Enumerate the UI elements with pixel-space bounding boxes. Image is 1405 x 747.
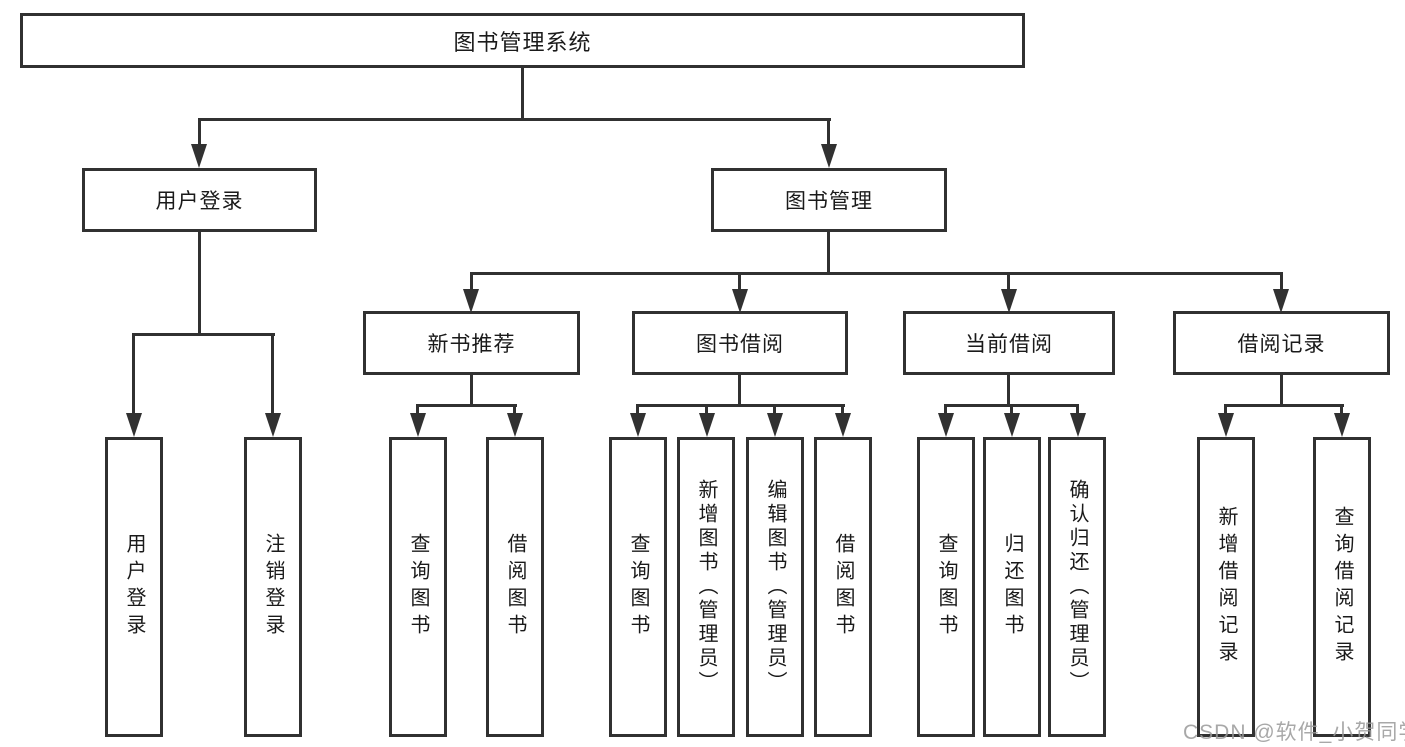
connector-bor-drop-3 <box>773 404 776 416</box>
connector-bor-drop-4 <box>841 404 844 416</box>
connector-recd-bar <box>1224 404 1344 407</box>
arrow-down-icon <box>1001 289 1017 313</box>
leaf-recd-query-borrow-record: 查询借阅记录 <box>1313 437 1371 737</box>
connector-rec-bar <box>417 404 517 407</box>
connector-mgmt-drop-2 <box>738 272 741 292</box>
connector-cur-drop-2 <box>1010 404 1013 416</box>
arrow-down-icon <box>699 413 715 437</box>
leaf-recd-add-borrow-record: 新增借阅记录 <box>1197 437 1255 737</box>
connector-root-drop-right <box>827 118 830 146</box>
arrow-down-icon <box>1334 413 1350 437</box>
node-new-book-recommendation: 新书推荐 <box>363 311 580 375</box>
arrow-down-icon <box>507 413 523 437</box>
arrow-down-icon <box>1218 413 1234 437</box>
leaf-rec-borrow-books: 借阅图书 <box>486 437 544 737</box>
connector-user-stem <box>198 232 201 335</box>
connector-recd-stem <box>1280 375 1283 407</box>
connector-cur-drop-3 <box>1076 404 1079 416</box>
connector-user-bar <box>132 333 275 336</box>
connector-user-drop-2 <box>271 333 274 415</box>
arrow-down-icon <box>126 413 142 437</box>
arrow-down-icon <box>1070 413 1086 437</box>
leaf-rec-query-books: 查询图书 <box>389 437 447 737</box>
connector-mgmt-drop-3 <box>1007 272 1010 292</box>
connector-cur-stem <box>1007 375 1010 407</box>
leaf-cur-return-book: 归还图书 <box>983 437 1041 737</box>
arrow-down-icon <box>265 413 281 437</box>
leaf-user-login: 用户登录 <box>105 437 163 737</box>
node-borrowing-records: 借阅记录 <box>1173 311 1390 375</box>
connector-user-drop-1 <box>132 333 135 415</box>
arrow-down-icon <box>767 413 783 437</box>
connector-recd-drop-1 <box>1224 404 1227 416</box>
connector-bor-stem <box>738 375 741 407</box>
connector-mgmt-bar <box>470 272 1283 275</box>
leaf-bor-query-books: 查询图书 <box>609 437 667 737</box>
arrow-down-icon <box>732 289 748 313</box>
leaf-logout: 注销登录 <box>244 437 302 737</box>
node-book-borrowing: 图书借阅 <box>632 311 848 375</box>
csdn-watermark: CSDN @软件_小贺同学 <box>1183 721 1405 744</box>
arrow-down-icon <box>821 144 837 168</box>
connector-rec-drop-1 <box>416 404 419 416</box>
node-root: 图书管理系统 <box>20 13 1025 68</box>
connector-bor-drop-2 <box>705 404 708 416</box>
connector-cur-drop-1 <box>944 404 947 416</box>
connector-root-bar <box>198 118 831 121</box>
arrow-down-icon <box>463 289 479 313</box>
arrow-down-icon <box>630 413 646 437</box>
node-user-login: 用户登录 <box>82 168 317 232</box>
arrow-down-icon <box>191 144 207 168</box>
arrow-down-icon <box>835 413 851 437</box>
connector-root-stem <box>521 68 524 120</box>
connector-mgmt-drop-4 <box>1280 272 1283 292</box>
connector-mgmt-drop-1 <box>470 272 473 292</box>
connector-rec-drop-2 <box>513 404 516 416</box>
connector-bor-drop-1 <box>636 404 639 416</box>
leaf-bor-edit-book-admin: 编辑图书（管理员） <box>746 437 804 737</box>
connector-root-drop-left <box>198 118 201 146</box>
leaf-bor-add-book-admin: 新增图书（管理员） <box>677 437 735 737</box>
leaf-cur-confirm-return-admin: 确认归还（管理员） <box>1048 437 1106 737</box>
leaf-bor-borrow-books: 借阅图书 <box>814 437 872 737</box>
arrow-down-icon <box>938 413 954 437</box>
node-book-management: 图书管理 <box>711 168 947 232</box>
connector-bor-bar <box>636 404 845 407</box>
arrow-down-icon <box>410 413 426 437</box>
arrow-down-icon <box>1273 289 1289 313</box>
connector-recd-drop-2 <box>1340 404 1343 416</box>
connector-rec-stem <box>470 375 473 407</box>
leaf-cur-query-books: 查询图书 <box>917 437 975 737</box>
node-current-borrowing: 当前借阅 <box>903 311 1115 375</box>
arrow-down-icon <box>1004 413 1020 437</box>
connector-mgmt-stem <box>827 232 830 274</box>
